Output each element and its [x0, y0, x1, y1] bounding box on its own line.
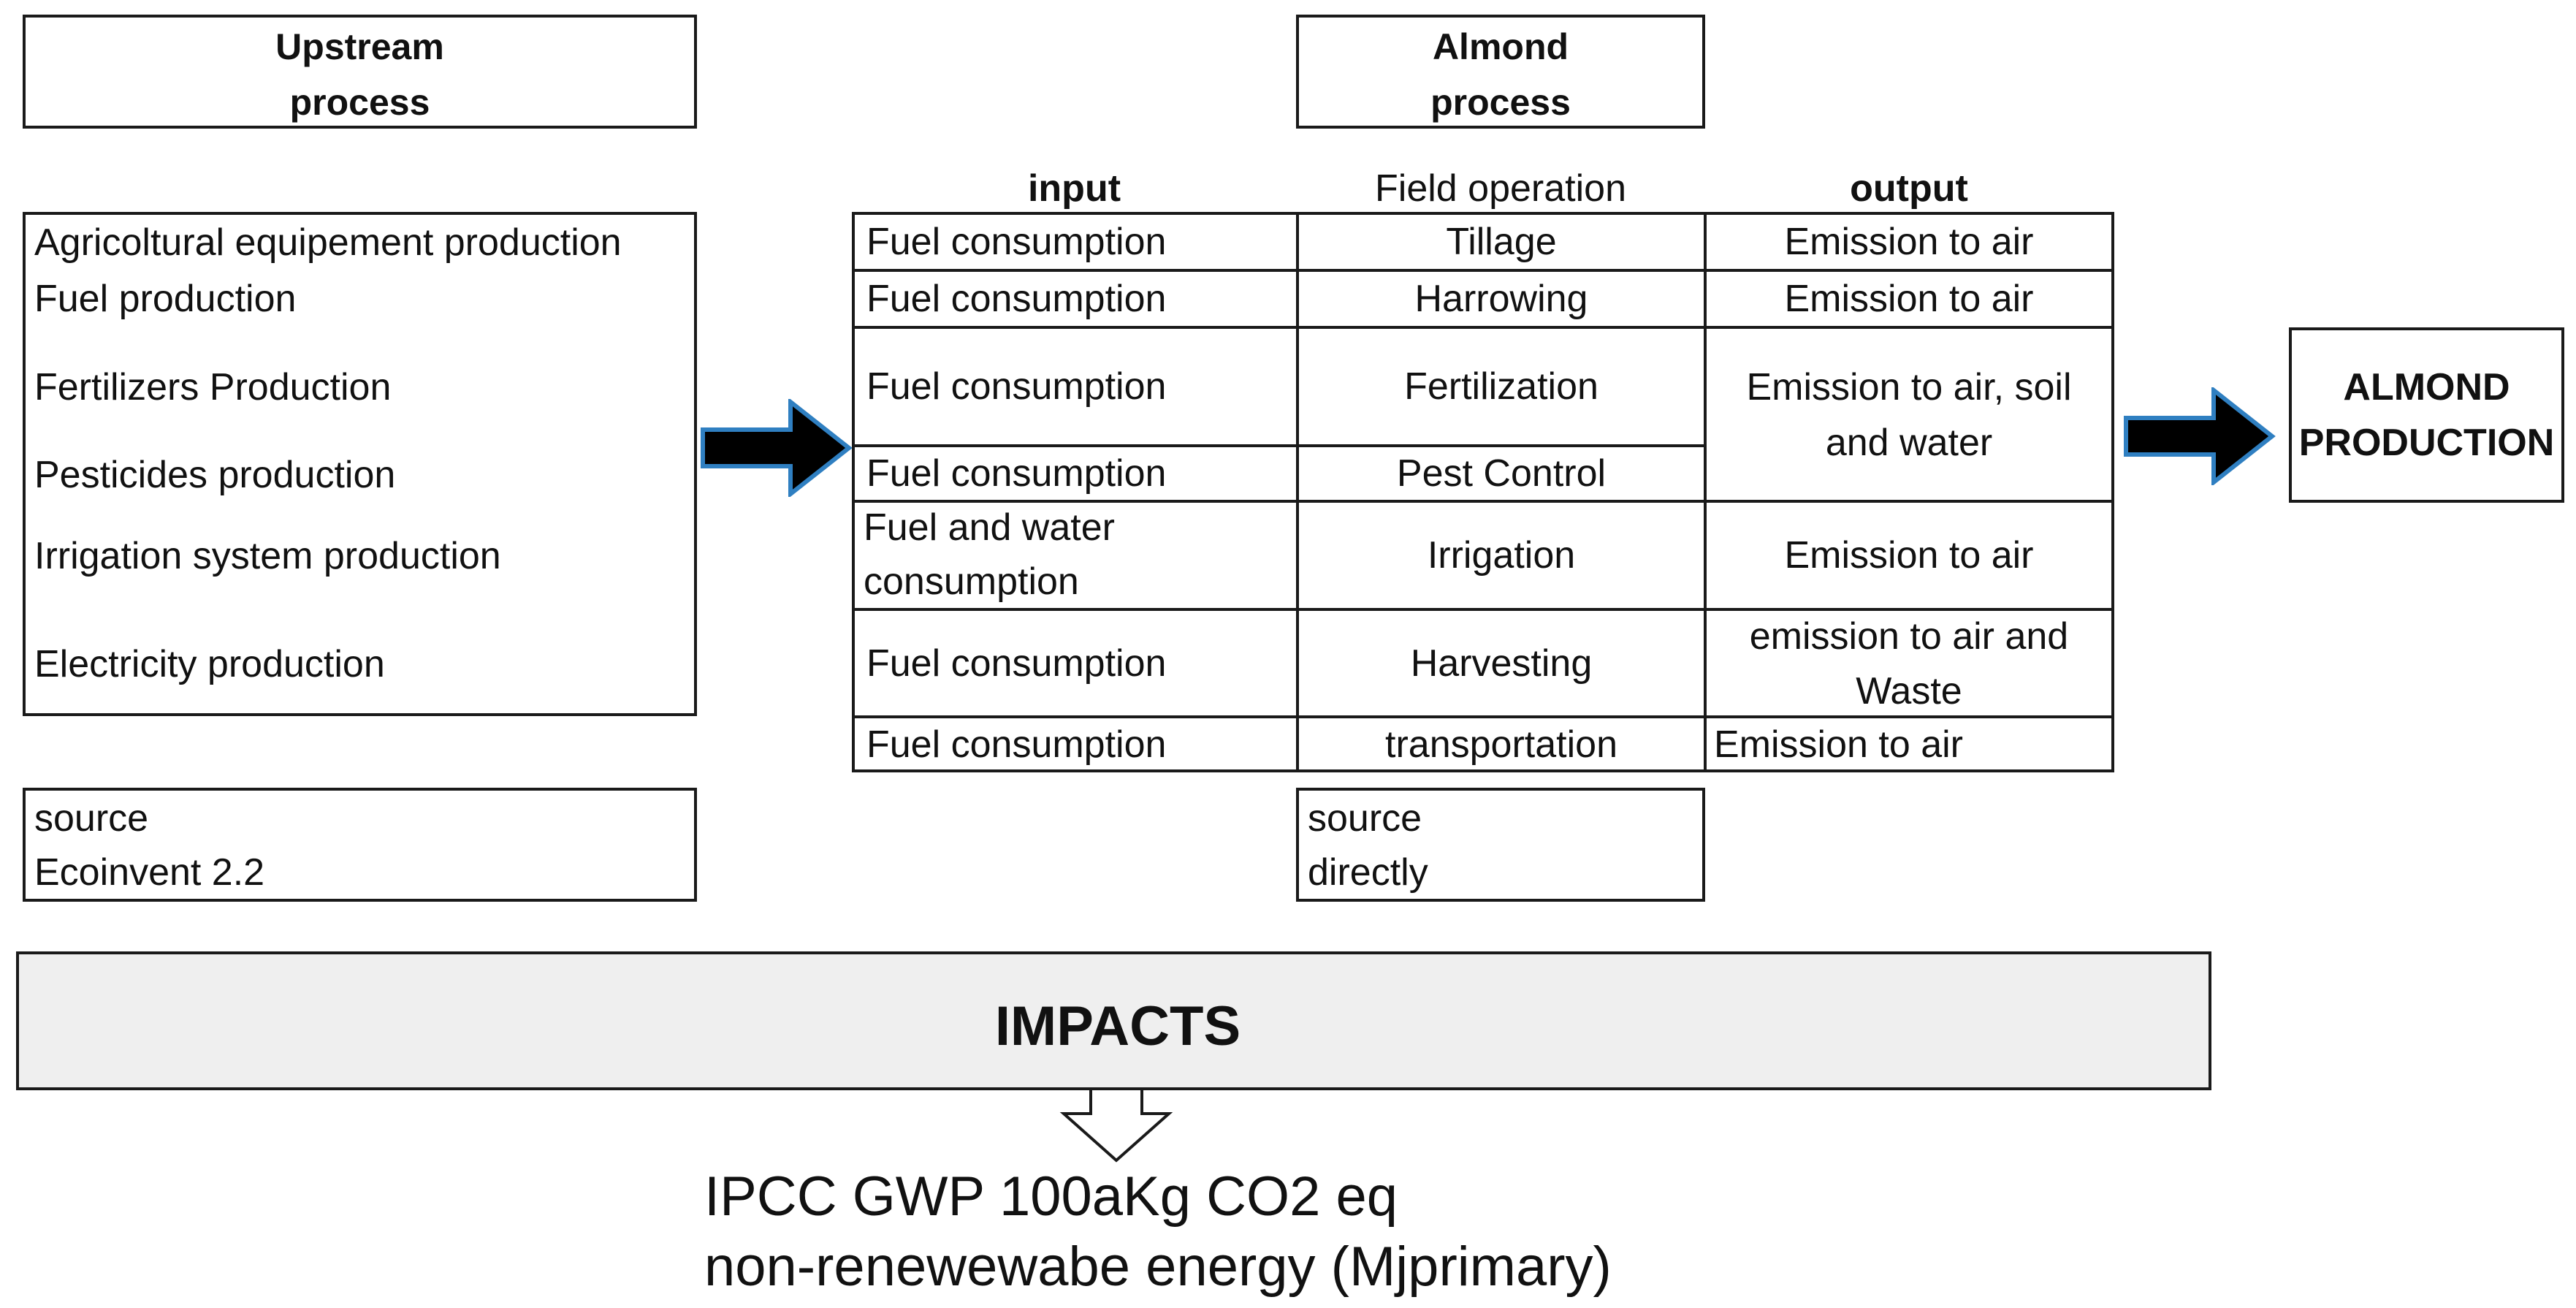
table-cell-field: Tillage — [1446, 221, 1557, 263]
upstream-header: Upstream process — [23, 15, 697, 129]
almond-production-line1: ALMOND — [2343, 366, 2510, 408]
table-cell-input: consumption — [864, 560, 1079, 603]
upstream-source-label: source — [34, 797, 149, 840]
impact-indicator: IPCC GWP 100aKg CO2 eq — [704, 1166, 1398, 1228]
almond-source-box — [1296, 788, 1705, 902]
column-header-output: output — [1850, 167, 1968, 210]
upstream-source-box — [23, 788, 697, 902]
upstream-item: Electricity production — [34, 643, 385, 685]
upstream-list — [23, 212, 697, 716]
upstream-source-value: Ecoinvent 2.2 — [34, 851, 265, 894]
arrow-right-icon — [2124, 387, 2276, 485]
upstream-title-line1: Upstream — [275, 26, 444, 67]
almond-production-line2: PRODUCTION — [2298, 422, 2555, 464]
table-cell-input: Fuel and water — [864, 506, 1115, 549]
table-cell-input: Fuel consumption — [866, 221, 1167, 263]
table-cell-field: Harvesting — [1410, 642, 1593, 685]
impacts-title: IMPACTS — [994, 995, 1241, 1057]
impact-indicator: non-renewewabe energy (Mjprimary) — [704, 1236, 1612, 1298]
table-cell-output: Emission to air — [1784, 221, 2034, 263]
upstream-item: Agricoltural equipement production — [34, 221, 622, 264]
almond-title-line2: process — [1430, 82, 1571, 123]
upstream-title-line2: process — [289, 82, 430, 123]
upstream-item: Fertilizers Production — [34, 366, 392, 408]
table-cell-input: Fuel consumption — [866, 278, 1167, 320]
table-cell-output: Emission to air — [1784, 534, 2034, 577]
almond-title-line1: Almond — [1432, 26, 1569, 67]
column-header-field-operation: Field operation — [1375, 167, 1626, 210]
table-cell-field: Pest Control — [1396, 452, 1607, 495]
table-cell-output: Emission to air — [1784, 278, 2034, 320]
table-cell-output: Emission to air — [1714, 723, 1963, 766]
column-header-input: input — [1027, 167, 1121, 210]
upstream-item: Irrigation system production — [34, 535, 501, 577]
table-cell-field: Irrigation — [1427, 534, 1576, 577]
field-operations-table — [852, 212, 2114, 772]
almond-production-box: ALMOND PRODUCTION — [2289, 327, 2564, 503]
table-cell-output: Emission to air, soil — [1746, 366, 2072, 408]
table-cell-output: emission to air and — [1749, 615, 2069, 658]
table-cell-field: transportation — [1385, 723, 1617, 766]
table-cell-output: Waste — [1856, 670, 1962, 712]
upstream-item: Pesticides production — [34, 454, 396, 496]
table-cell-input: Fuel consumption — [866, 723, 1167, 766]
almond-source-label: source — [1308, 797, 1422, 840]
arrow-right-icon — [701, 399, 853, 497]
arrow-down-icon — [1059, 1087, 1173, 1163]
table-cell-output: and water — [1825, 422, 1993, 464]
almond-source-value: directly — [1308, 851, 1428, 894]
table-cell-input: Fuel consumption — [866, 452, 1167, 495]
table-cell-field: Harrowing — [1414, 278, 1588, 320]
table-cell-input: Fuel consumption — [866, 642, 1167, 685]
table-cell-input: Fuel consumption — [866, 365, 1167, 408]
upstream-item: Fuel production — [34, 278, 297, 320]
almond-header: Almond process — [1296, 15, 1705, 129]
table-cell-field: Fertilization — [1404, 365, 1598, 408]
